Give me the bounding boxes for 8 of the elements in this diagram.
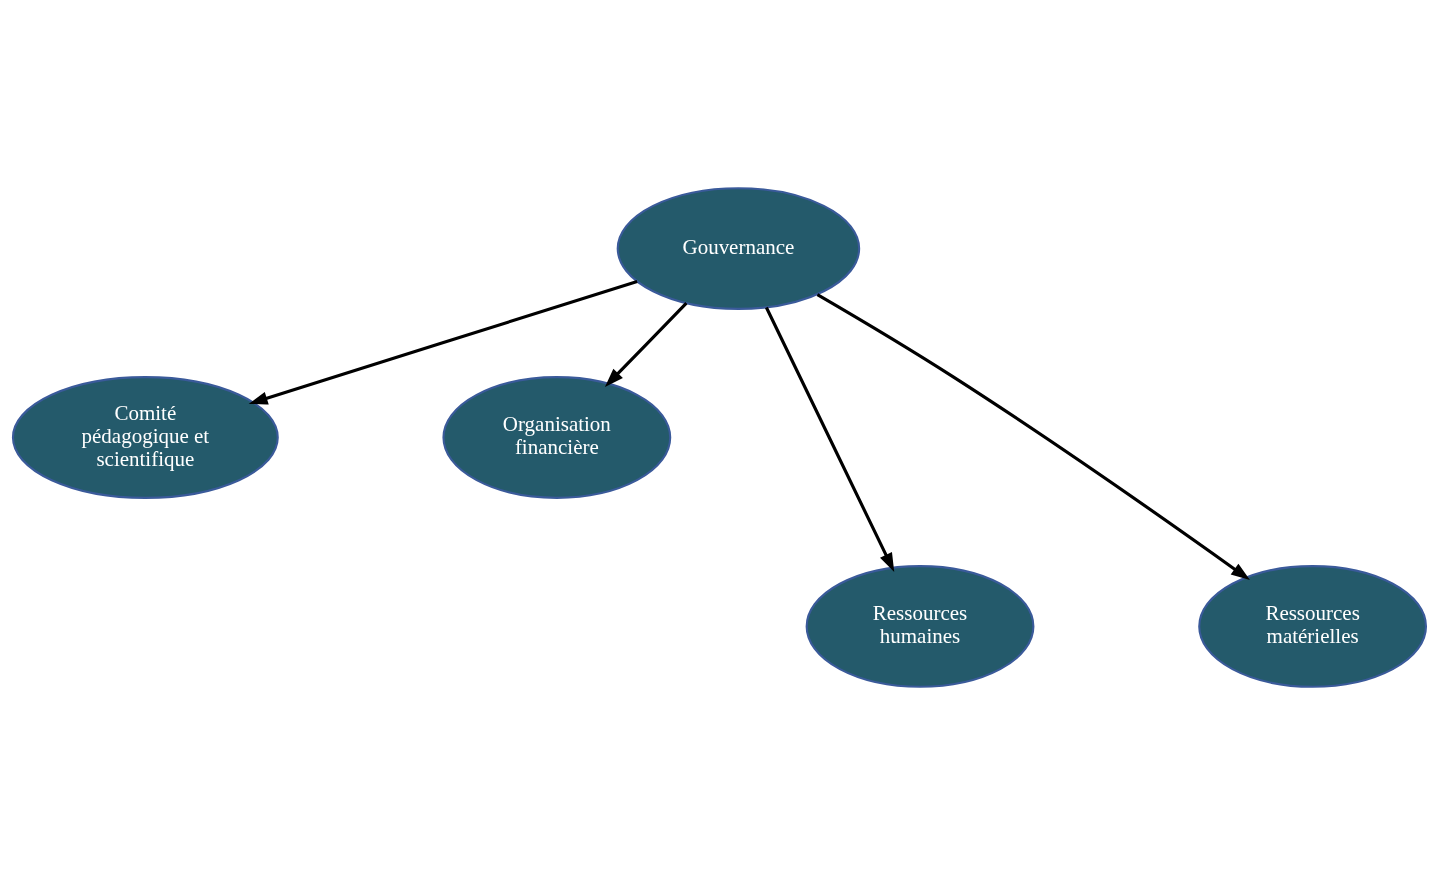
arrow (248, 279, 638, 405)
node-ellipse: Organisation financière (442, 375, 672, 499)
arrow (765, 306, 895, 572)
node-ellipse: Ressources humaines (805, 564, 1035, 688)
node-ellipse: Comité pédagogique et scientifique (11, 375, 279, 499)
node-ellipse: Gouvernance (616, 186, 861, 310)
arrow (604, 301, 688, 387)
arrow (816, 292, 1250, 580)
